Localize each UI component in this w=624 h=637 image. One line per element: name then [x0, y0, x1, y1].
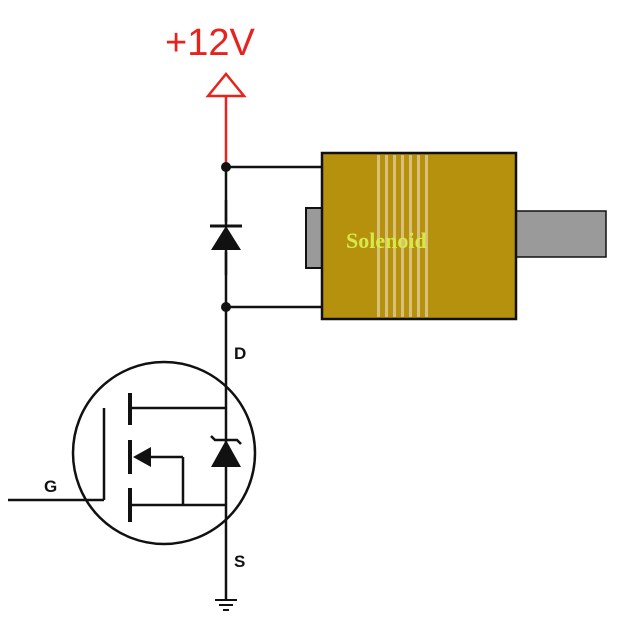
body-diode-icon	[210, 435, 242, 467]
body-arrow-icon	[133, 447, 151, 467]
solenoid-label: Solenoid	[346, 228, 427, 253]
supply-arrow-icon	[205, 72, 247, 98]
drain-label: D	[234, 344, 246, 363]
flyback-diode-icon	[210, 200, 242, 275]
solenoid: Solenoid	[305, 151, 607, 321]
ground-icon	[215, 599, 237, 611]
mosfet-body-circle	[71, 360, 257, 546]
mosfet	[8, 360, 257, 546]
solenoid-coil-stripes	[377, 155, 428, 317]
gate-label: G	[44, 477, 57, 496]
solenoid-right-plunger	[513, 210, 607, 258]
supply-label: +12V	[165, 22, 255, 64]
source-label: S	[234, 552, 245, 571]
